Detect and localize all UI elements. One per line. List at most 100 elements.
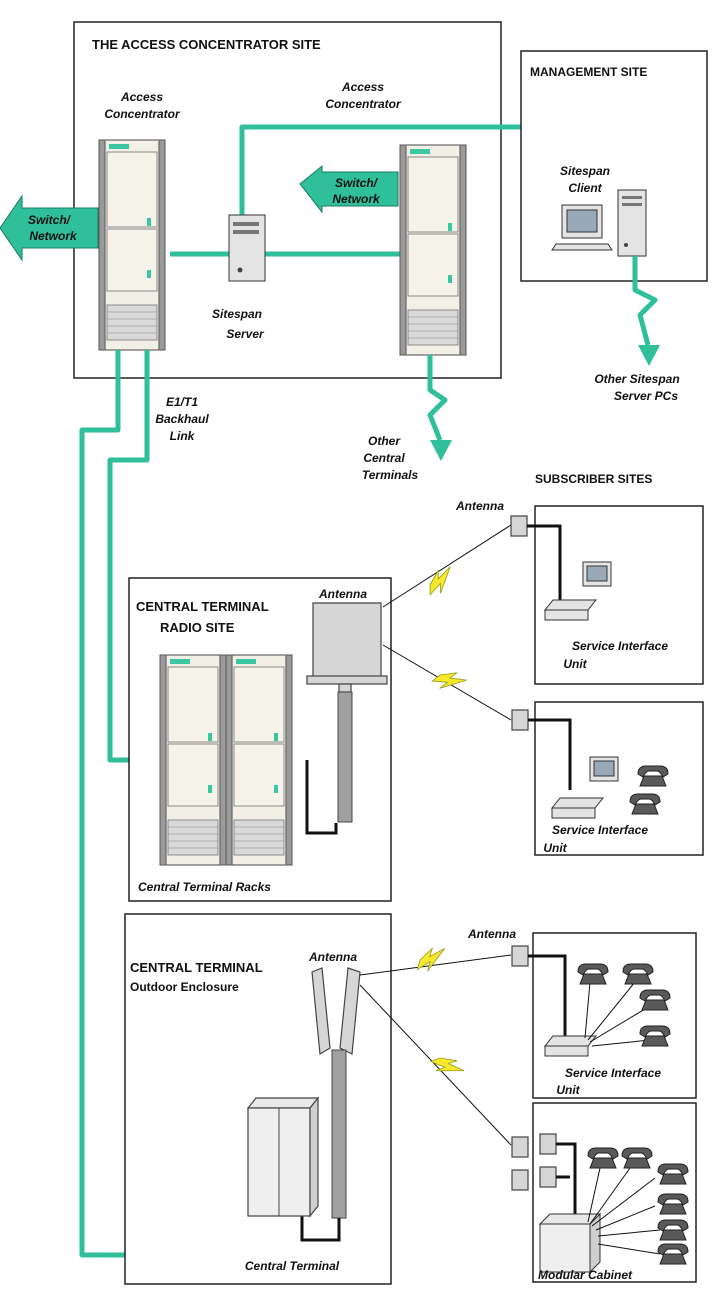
sitespan-client-label: Sitespan [560, 164, 610, 178]
subscriber-1-monitor-icon [582, 561, 612, 587]
ct-radio-title: CENTRAL TERMINAL [136, 599, 269, 614]
subscriber-3-phone-icon-3 [639, 989, 671, 1011]
subscriber-site-2-box [534, 701, 704, 856]
sitespan-client-monitor-icon [551, 204, 613, 251]
subscriber-3-antenna-label: Antenna [467, 927, 516, 941]
other-central-arrowhead [430, 440, 452, 461]
sitespan-server-label-2: Server [226, 327, 265, 341]
switch-network-left-label: Switch/ [28, 213, 72, 227]
radio-link-3 [359, 954, 512, 976]
subscriber-4-phone-icon-5 [657, 1219, 689, 1241]
sitespan-client-tower-icon [617, 189, 647, 257]
sitespan-server-label: Sitespan [212, 307, 262, 321]
subscriber-2-phone-icon [637, 765, 669, 787]
siu-1-label-2: Unit [563, 657, 587, 671]
sitespan-server-icon [228, 214, 266, 282]
modular-antenna-array-icon [511, 1133, 557, 1191]
subscriber-1-wire [527, 524, 562, 600]
other-central-label-2: Central [363, 451, 405, 465]
sitespan-client-label-2: Client [568, 181, 602, 195]
switch-network-right-arrow [299, 164, 399, 214]
lightning-bolt-icon-3 [414, 946, 448, 973]
subscriber-3-phone-links [584, 981, 651, 1047]
ct-outdoor-antenna-label: Antenna [308, 950, 357, 964]
subscriber-1-antenna-icon [510, 515, 528, 537]
subscriber-4-phone-icon-2 [621, 1147, 653, 1169]
backhaul-label-2: Backhaul [155, 412, 209, 426]
ct-outdoor-title: CENTRAL TERMINAL [130, 960, 263, 975]
subscriber-4-phone-icon [587, 1147, 619, 1169]
backhaul-label: E1/T1 [166, 395, 198, 409]
ct-outdoor-antenna-wire [300, 1215, 341, 1242]
management-site-box [520, 50, 708, 282]
backhaul-label-3: Link [170, 429, 196, 443]
switch-network-left-arrow [0, 194, 99, 262]
subscriber-4-phone-icon-4 [657, 1193, 689, 1215]
ct-racks-label: Central Terminal Racks [138, 880, 271, 894]
switch-network-left-label-2: Network [29, 229, 78, 243]
ct-radio-antenna-wire [305, 760, 338, 835]
subscriber-1-siu-icon [543, 599, 598, 621]
access-concentrator-right-rack [399, 144, 467, 356]
central-terminal-label: Central Terminal [245, 1259, 340, 1273]
other-sitespan-label: Other Sitespan [594, 372, 679, 386]
lightning-bolt-icon-2 [430, 663, 469, 699]
subscriber-2-siu-icon [550, 797, 605, 819]
subscriber-3-siu-icon [543, 1035, 598, 1057]
access-concentrator-right-label: Access [341, 80, 384, 94]
subscriber-3-antenna-icon [511, 945, 529, 967]
ct-radio-title-2: RADIO SITE [160, 620, 235, 635]
link-to-other-central [427, 355, 448, 441]
subscriber-2-monitor-icon [589, 756, 619, 782]
siu-1-label: Service Interface [572, 639, 668, 653]
other-central-label-3: Terminals [362, 468, 419, 482]
ct-rack-2 [225, 654, 293, 866]
modular-cabinet-icon [538, 1212, 602, 1274]
ct-outdoor-antenna-icon [311, 967, 361, 1056]
access-concentrator-left-rack [98, 139, 166, 351]
other-sitespan-arrowhead [638, 345, 660, 366]
radio-link-1 [382, 524, 512, 608]
subscriber-4-phone-icon-6 [657, 1243, 689, 1265]
subscriber-4-phone-links [587, 1167, 661, 1255]
subscriber-sites-title: SUBSCRIBER SITES [535, 472, 652, 486]
lightning-bolt-icon-4 [428, 1047, 466, 1086]
switch-network-right-label-2: Network [332, 192, 381, 206]
radio-link-4 [359, 984, 512, 1146]
ct-outdoor-title-2: Outdoor Enclosure [130, 980, 239, 994]
ct-radio-antenna-mast [337, 691, 353, 823]
ct-radio-antenna-icon [306, 602, 388, 693]
subscriber-3-phone-icon [577, 963, 609, 985]
subscriber-1-antenna-label: Antenna [455, 499, 504, 513]
siu-2-label-2: Unit [543, 841, 567, 855]
subscriber-2-phone-icon-2 [629, 793, 661, 815]
subscriber-3-phone-icon-2 [622, 963, 654, 985]
subscriber-site-1-box [534, 505, 704, 685]
ct-radio-antenna-label: Antenna [318, 587, 367, 601]
ct-rack-1 [159, 654, 227, 866]
access-concentrator-right-label-2: Concentrator [325, 97, 402, 111]
other-sitespan-label-2: Server PCs [614, 389, 678, 403]
switch-network-right-label: Switch/ [335, 176, 379, 190]
link-to-other-sitespan [632, 256, 658, 346]
management-site-title: MANAGEMENT SITE [530, 65, 647, 79]
central-terminal-cabinet-icon [246, 1096, 320, 1218]
subscriber-site-3-box [532, 932, 697, 1099]
subscriber-3-phone-icon-4 [639, 1025, 671, 1047]
subscriber-2-wire [528, 718, 572, 790]
other-central-label: Other [368, 434, 401, 448]
siu-2-label: Service Interface [552, 823, 648, 837]
ct-outdoor-antenna-mast [331, 1049, 347, 1219]
subscriber-3-wire [528, 954, 567, 1038]
backhaul-link-to-radio-site [107, 350, 160, 763]
siu-3-label: Service Interface [565, 1066, 661, 1080]
subscriber-4-phone-icon-3 [657, 1163, 689, 1185]
subscriber-4-wire [556, 1142, 577, 1216]
access-concentrator-left-label-2: Concentrator [104, 107, 181, 121]
access-concentrator-left-label: Access [120, 90, 163, 104]
access-site-title: THE ACCESS CONCENTRATOR SITE [92, 37, 321, 52]
subscriber-2-antenna-icon [511, 709, 529, 731]
siu-3-label-2: Unit [556, 1083, 580, 1097]
